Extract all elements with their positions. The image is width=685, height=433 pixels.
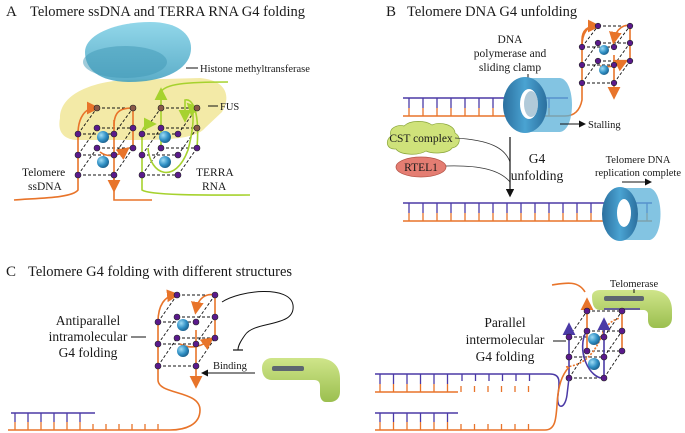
- rtel1-helicase: RTEL1: [395, 156, 447, 178]
- cst-complex: CST complex: [386, 121, 460, 155]
- polymerase-label-line2: polymerase and: [474, 48, 547, 60]
- inhibition-curve: [221, 291, 294, 351]
- potassium-ion: [588, 358, 600, 370]
- telomere-overhang-duplex: [11, 412, 159, 430]
- terra-rna-label-line2: RNA: [202, 181, 227, 193]
- g4-nodes-panel-b: [578, 22, 634, 87]
- telomerase-label: Telomerase: [610, 279, 659, 290]
- replication-complete-label-line2: replication complete: [595, 168, 681, 179]
- panel-c-title: Telomere G4 folding with different struc…: [28, 264, 292, 280]
- potassium-ion: [97, 131, 109, 143]
- parallel-g4-nodes: [565, 307, 626, 382]
- potassium-ion: [97, 156, 109, 168]
- antiparallel-g4-quadruplex: [157, 294, 216, 367]
- terra-g4-nodes: [138, 104, 201, 179]
- panel-a: A Telomere ssDNA and TERRA RNA G4 foldin…: [6, 4, 310, 201]
- antiparallel-label-line1: Antiparallel: [56, 313, 121, 328]
- panel-b-title: Telomere DNA G4 unfolding: [407, 4, 577, 20]
- potassium-ion: [159, 131, 171, 143]
- g4-quadruplex-panel-b: [581, 25, 631, 84]
- sliding-clamp-complete: [602, 187, 661, 241]
- parallel-duplex-top: [375, 373, 570, 407]
- antiparallel-label-line2: intramolecular: [49, 329, 128, 344]
- potassium-ion: [588, 333, 600, 345]
- antiparallel-label-line3: G4 folding: [59, 345, 118, 360]
- potassium-ion: [177, 345, 189, 357]
- g4-unfolding-label-line2: unfolding: [511, 168, 564, 183]
- binding-label: Binding: [213, 361, 248, 372]
- potassium-ion: [599, 65, 609, 75]
- g4-unfolding-label-line1: G4: [529, 151, 546, 166]
- telomere-ssdna-label-line1: Telomere: [22, 167, 65, 179]
- panel-c-letter: C: [6, 264, 16, 280]
- histone-label: Histone methyltransferase: [200, 64, 310, 75]
- binding-protein: [262, 358, 340, 402]
- rtel1-label: RTEL1: [404, 162, 438, 174]
- telomere-g4-nodes: [74, 104, 137, 179]
- antiparallel-g4-nodes: [154, 291, 219, 370]
- potassium-ion: [599, 45, 609, 55]
- parallel-label-line2: intermolecular: [466, 332, 545, 347]
- stalling-label: Stalling: [588, 120, 621, 131]
- potassium-ion: [177, 319, 189, 331]
- telomerase: Telomerase: [592, 279, 672, 328]
- panel-b: B Telomere DNA G4 unfolding DNA polymera…: [386, 4, 681, 241]
- panel-a-title: Telomere ssDNA and TERRA RNA G4 folding: [30, 4, 305, 20]
- replication-complete-label-line1: Telomere DNA: [606, 155, 671, 166]
- polymerase-label-line3: sliding clamp: [479, 62, 542, 74]
- panel-b-letter: B: [386, 4, 396, 20]
- sliding-clamp-stalled: [503, 77, 572, 133]
- telomere-ssdna-label-line2: ssDNA: [28, 181, 63, 193]
- potassium-ion: [159, 156, 171, 168]
- parallel-label-line3: G4 folding: [476, 349, 535, 364]
- panel-c: C Telomere G4 folding with different str…: [6, 264, 672, 431]
- parallel-label-line1: Parallel: [484, 315, 525, 330]
- polymerase-label-line1: DNA: [498, 34, 524, 46]
- cst-complex-label: CST complex: [389, 133, 453, 145]
- parallel-duplex-bottom: [375, 366, 570, 431]
- terra-rna-label-line1: TERRA: [196, 167, 234, 179]
- fus-label: FUS: [220, 102, 239, 113]
- panel-a-letter: A: [6, 4, 17, 20]
- telomere-g4-quadruplex: [77, 107, 134, 176]
